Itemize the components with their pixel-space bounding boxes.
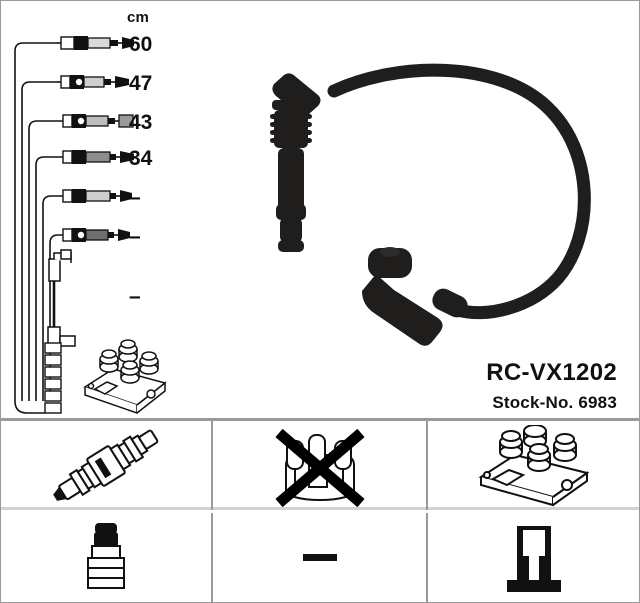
cable-length-label-2: 47 xyxy=(129,72,153,95)
panel-cell-distributor-cap-not-applicable xyxy=(213,421,428,510)
panel-cell-dash xyxy=(213,513,428,602)
icon-panel-row-1 xyxy=(1,421,639,510)
connector-assembly xyxy=(62,228,130,242)
dash-icon xyxy=(302,554,337,561)
short-jumper-cable xyxy=(47,249,76,347)
cable-end-terminals xyxy=(44,342,62,414)
ignition-coil-pack-drawing xyxy=(83,339,167,415)
panel-cell-ignition-coil xyxy=(428,421,639,510)
product-stock-number: Stock-No. 6983 xyxy=(492,393,617,412)
unit-header: cm xyxy=(127,9,150,26)
panel-cell-spark-plug-boot xyxy=(1,513,213,602)
product-name: RC-VX1202 xyxy=(486,359,617,386)
cable-length-label-5: – xyxy=(129,186,141,209)
connector-assembly xyxy=(62,189,132,203)
connector-assembly xyxy=(60,75,129,89)
cable-harness-drawing xyxy=(14,36,134,414)
spark-plug-boot-icon xyxy=(87,522,125,589)
cable-product-photo xyxy=(270,63,591,346)
panel-cell-coil-terminal xyxy=(428,513,639,602)
connector-assembly xyxy=(62,150,134,164)
cable-set-diagram-region: cm 60 47 43 34 – – – xyxy=(1,1,639,421)
cable-length-label-7: – xyxy=(129,285,141,308)
connector-assembly xyxy=(62,114,134,128)
spark-plug-icon xyxy=(53,429,159,501)
icon-panel-row-2 xyxy=(1,513,639,602)
icon-panel-grid xyxy=(1,421,639,602)
coil-terminal-connector-icon xyxy=(506,525,561,592)
distributor-cap-crossed-out-icon xyxy=(274,428,365,507)
cable-length-label-1: 60 xyxy=(129,33,153,56)
connector-assembly xyxy=(60,36,134,50)
ignition-coil-pack-icon xyxy=(478,424,589,506)
cable-length-label-4: 34 xyxy=(129,147,153,170)
cable-length-label-3: 43 xyxy=(129,111,153,134)
cable-length-label-6: – xyxy=(129,225,141,248)
panel-cell-spark-plug xyxy=(1,421,213,510)
